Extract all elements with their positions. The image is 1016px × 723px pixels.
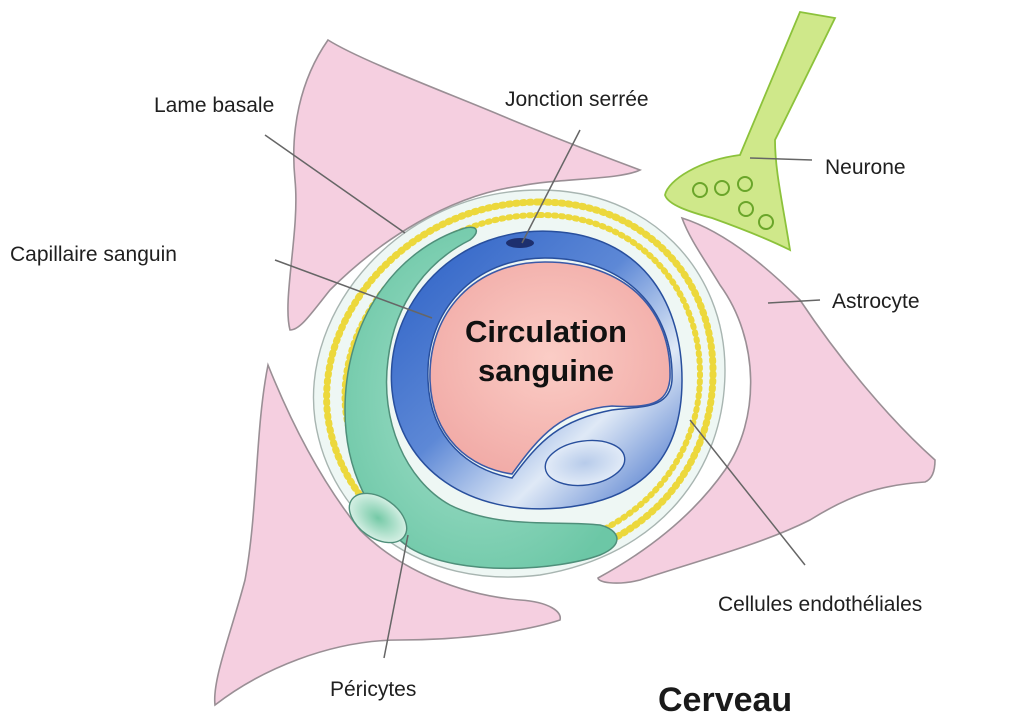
lumen-label-line-2: sanguine <box>448 351 644 390</box>
tight-junction <box>506 238 534 248</box>
label-astrocyte: Astrocyte <box>832 290 920 314</box>
neuron <box>665 12 835 250</box>
label-neurone: Neurone <box>825 156 906 180</box>
vesicle <box>738 177 752 191</box>
label-pericytes: Péricytes <box>330 678 416 702</box>
lumen-label-line-1: Circulation <box>448 312 644 351</box>
vesicle <box>693 183 707 197</box>
label-jonction-serree: Jonction serrée <box>505 88 649 112</box>
lumen-label: Circulation sanguine <box>448 312 644 390</box>
label-cellules-endotheliales: Cellules endothéliales <box>718 593 922 617</box>
label-capillaire-sanguin: Capillaire sanguin <box>10 243 177 267</box>
vesicle <box>715 181 729 195</box>
vesicle <box>759 215 773 229</box>
caption-cerveau: Cerveau <box>658 680 792 720</box>
label-lame-basale: Lame basale <box>154 94 274 118</box>
vesicle <box>739 202 753 216</box>
